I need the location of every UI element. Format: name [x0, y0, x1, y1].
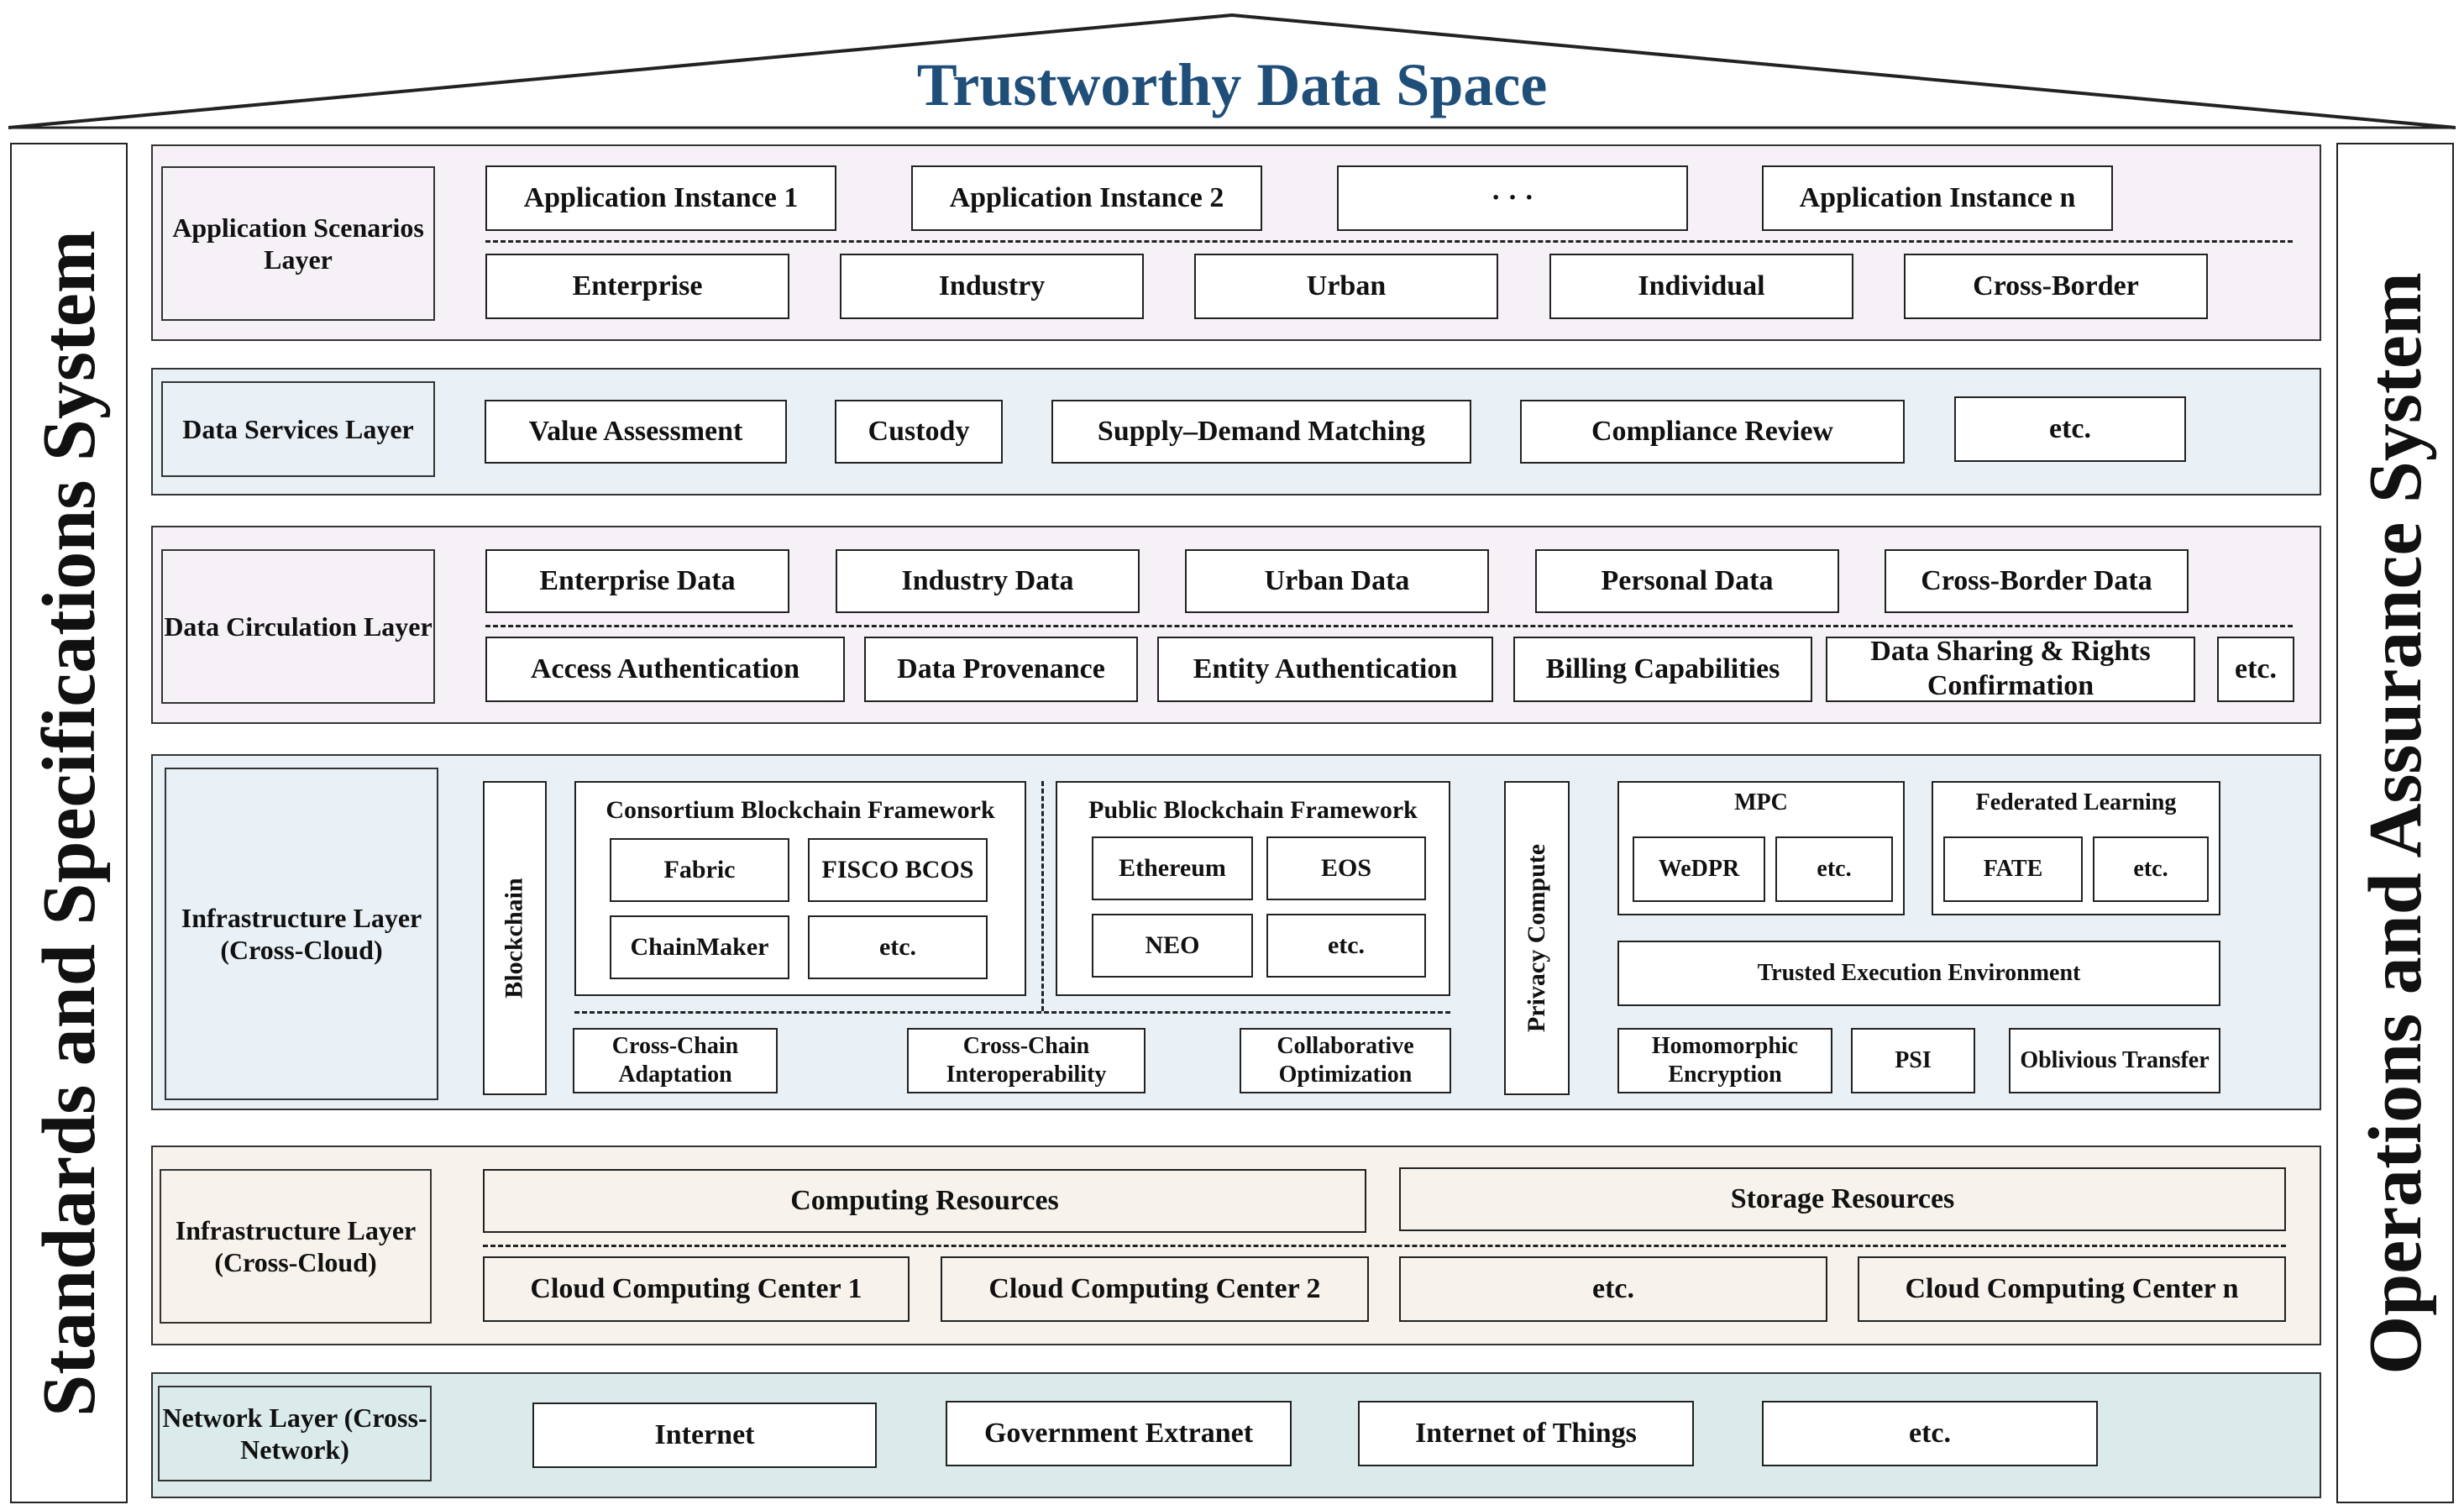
network-internet: Internet [532, 1403, 877, 1468]
scenario-urban: Urban [1194, 254, 1498, 319]
mpc-etc: etc. [1775, 836, 1893, 902]
federated-learning-title: Federated Learning [1975, 789, 2177, 815]
homomorphic-encryption: Homomorphic Encryption [1617, 1028, 1832, 1093]
fl-fate: FATE [1943, 836, 2083, 902]
capability-data-provenance: Data Provenance [864, 637, 1138, 702]
application-divider [485, 240, 2293, 243]
capability-entity-authentication: Entity Authentication [1157, 637, 1493, 702]
chain-ethereum: Ethereum [1092, 836, 1253, 900]
chain-public-etc: etc. [1266, 914, 1426, 978]
resources-layer-label: Infrastructure Layer (Cross-Cloud) [160, 1169, 432, 1324]
collaborative-optimization: Collaborative Optimization [1240, 1028, 1451, 1093]
app-instance-ellipsis: · · · [1337, 165, 1688, 231]
circulation-layer-label: Data Circulation Layer [161, 549, 435, 704]
right-pillar: Operations and Assurance System [2336, 143, 2454, 1503]
scenario-enterprise: Enterprise [485, 254, 789, 319]
chain-eos: EOS [1266, 836, 1426, 900]
fl-etc: etc. [2093, 836, 2209, 902]
cloud-center-2: Cloud Computing Center 2 [941, 1256, 1369, 1322]
app-instance-n: Application Instance n [1762, 165, 2113, 231]
service-etc: etc. [1954, 396, 2186, 462]
app-instance-2: Application Instance 2 [911, 165, 1262, 231]
capability-data-sharing: Data Sharing & Rights Confirmation [1826, 636, 2195, 702]
service-compliance-review: Compliance Review [1520, 400, 1905, 464]
oblivious-transfer: Oblivious Transfer [2009, 1028, 2220, 1093]
data-type-personal: Personal Data [1535, 549, 1839, 613]
mpc-title: MPC [1734, 789, 1788, 815]
right-pillar-label: Operations and Assurance System [2353, 271, 2437, 1375]
cloud-center-etc: etc. [1399, 1256, 1827, 1322]
service-supply-demand: Supply–Demand Matching [1051, 400, 1471, 464]
capability-access-authentication: Access Authentication [485, 637, 845, 702]
blockchain-label-box: Blockchain [483, 781, 547, 1095]
chain-consortium-etc: etc. [808, 915, 988, 979]
service-custody: Custody [835, 400, 1003, 464]
capability-etc: etc. [2217, 637, 2294, 702]
consortium-framework-title: Consortium Blockchain Framework [606, 796, 995, 824]
cross-chain-interoperability: Cross-Chain Interoperability [907, 1028, 1145, 1093]
scenario-individual: Individual [1549, 254, 1853, 319]
application-layer-label: Application Scenarios Layer [161, 166, 435, 321]
app-instance-1: Application Instance 1 [485, 165, 836, 231]
infrastructure-layer-label: Infrastructure Layer (Cross-Cloud) [165, 768, 438, 1100]
data-type-cross-border: Cross-Border Data [1885, 549, 2189, 613]
chain-neo: NEO [1092, 914, 1253, 978]
mpc-wedpr: WeDPR [1633, 836, 1765, 902]
blockchain-label: Blockchain [501, 878, 528, 999]
resources-divider [483, 1245, 2286, 1247]
cloud-center-n: Cloud Computing Center n [1858, 1256, 2286, 1322]
roof-outline [8, 13, 2456, 129]
privacy-compute-label: Privacy Compute [1523, 843, 1550, 1033]
storage-resources: Storage Resources [1399, 1167, 2286, 1231]
cross-chain-adaptation: Cross-Chain Adaptation [573, 1028, 778, 1093]
network-iot: Internet of Things [1358, 1401, 1694, 1466]
chain-fabric: Fabric [610, 838, 789, 902]
blockchain-bottom-divider [574, 1011, 1450, 1014]
capability-billing: Billing Capabilities [1513, 637, 1812, 702]
left-pillar-label: Standards and Specifications System [27, 229, 111, 1417]
public-framework-title: Public Blockchain Framework [1088, 796, 1418, 824]
psi: PSI [1851, 1028, 1975, 1093]
data-type-urban: Urban Data [1185, 549, 1489, 613]
cloud-center-1: Cloud Computing Center 1 [483, 1256, 910, 1322]
network-government-extranet: Government Extranet [946, 1401, 1292, 1466]
blockchain-vertical-divider [1041, 781, 1044, 1011]
chain-fisco-bcos: FISCO BCOS [808, 838, 988, 902]
circulation-divider [485, 625, 2293, 627]
chain-chainmaker: ChainMaker [610, 915, 789, 979]
left-pillar: Standards and Specifications System [10, 143, 128, 1503]
data-type-industry: Industry Data [836, 549, 1140, 613]
scenario-industry: Industry [840, 254, 1144, 319]
scenario-cross-border: Cross-Border [1904, 254, 2208, 319]
data-type-enterprise: Enterprise Data [485, 549, 789, 613]
privacy-compute-label-box: Privacy Compute [1504, 781, 1570, 1095]
diagram-title: Trustworthy Data Space [916, 51, 1548, 118]
services-layer-label: Data Services Layer [161, 381, 435, 477]
network-etc: etc. [1762, 1401, 2098, 1466]
service-value-assessment: Value Assessment [485, 400, 787, 464]
trusted-execution-environment: Trusted Execution Environment [1617, 941, 2220, 1006]
computing-resources: Computing Resources [483, 1169, 1366, 1233]
network-layer-label: Network Layer (Cross-Network) [158, 1386, 432, 1481]
